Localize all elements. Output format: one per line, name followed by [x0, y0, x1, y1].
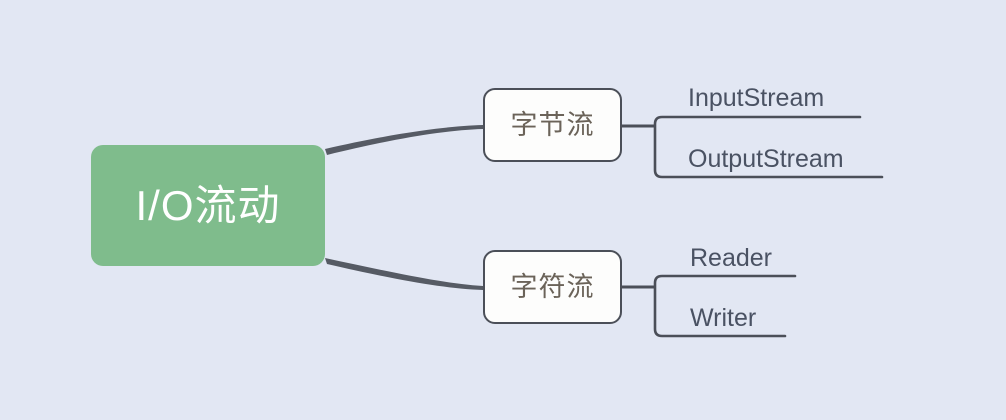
branch-node-char-stream[interactable]: 字符流 [483, 250, 622, 324]
connector-root-to-char [325, 258, 483, 290]
leaf-label-input-stream[interactable]: InputStream [688, 84, 825, 112]
leaf-label-reader[interactable]: Reader [690, 244, 772, 272]
connector-root-to-byte [325, 125, 483, 155]
branch-node-byte-stream-label: 字节流 [510, 109, 595, 140]
bracket-char [653, 274, 797, 338]
branch-node-char-stream-label: 字符流 [510, 271, 595, 302]
leaf-label-writer[interactable]: Writer [690, 304, 757, 332]
leaf-label-output-stream[interactable]: OutputStream [688, 145, 844, 173]
branch-node-byte-stream[interactable]: 字节流 [483, 88, 622, 162]
root-node[interactable]: I/O流动 [91, 145, 325, 266]
bracket-byte [653, 115, 884, 179]
root-node-label: I/O流动 [135, 181, 281, 229]
